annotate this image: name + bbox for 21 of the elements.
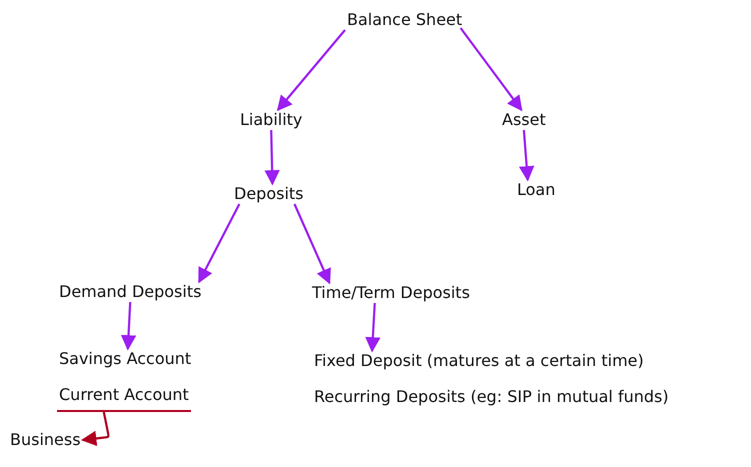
arrow [264, 130, 280, 186]
arrow [293, 204, 331, 284]
node-label: Business [8, 430, 83, 450]
node-label: Balance Sheet [345, 10, 464, 30]
arrow [120, 302, 136, 351]
node-label: Loan [515, 180, 558, 200]
node-label: Recurring Deposits (eg: SIP in mutual funds) [312, 387, 671, 407]
node-label: Deposits [232, 184, 306, 204]
arrow [365, 302, 381, 353]
arrow [518, 130, 534, 182]
node-label: Savings Account [57, 349, 194, 369]
node-label: Asset [500, 110, 548, 130]
node-label: Fixed Deposit (matures at a certain time) [312, 351, 646, 371]
node-label: Time/Term Deposits [310, 283, 472, 303]
arrow [276, 29, 346, 112]
arrow [460, 27, 522, 112]
arrow [198, 204, 240, 284]
node-label: Demand Deposits [57, 282, 204, 302]
underlined-label: Current Account [57, 385, 191, 412]
arrow [81, 412, 110, 446]
node-label: Liability [238, 110, 304, 130]
